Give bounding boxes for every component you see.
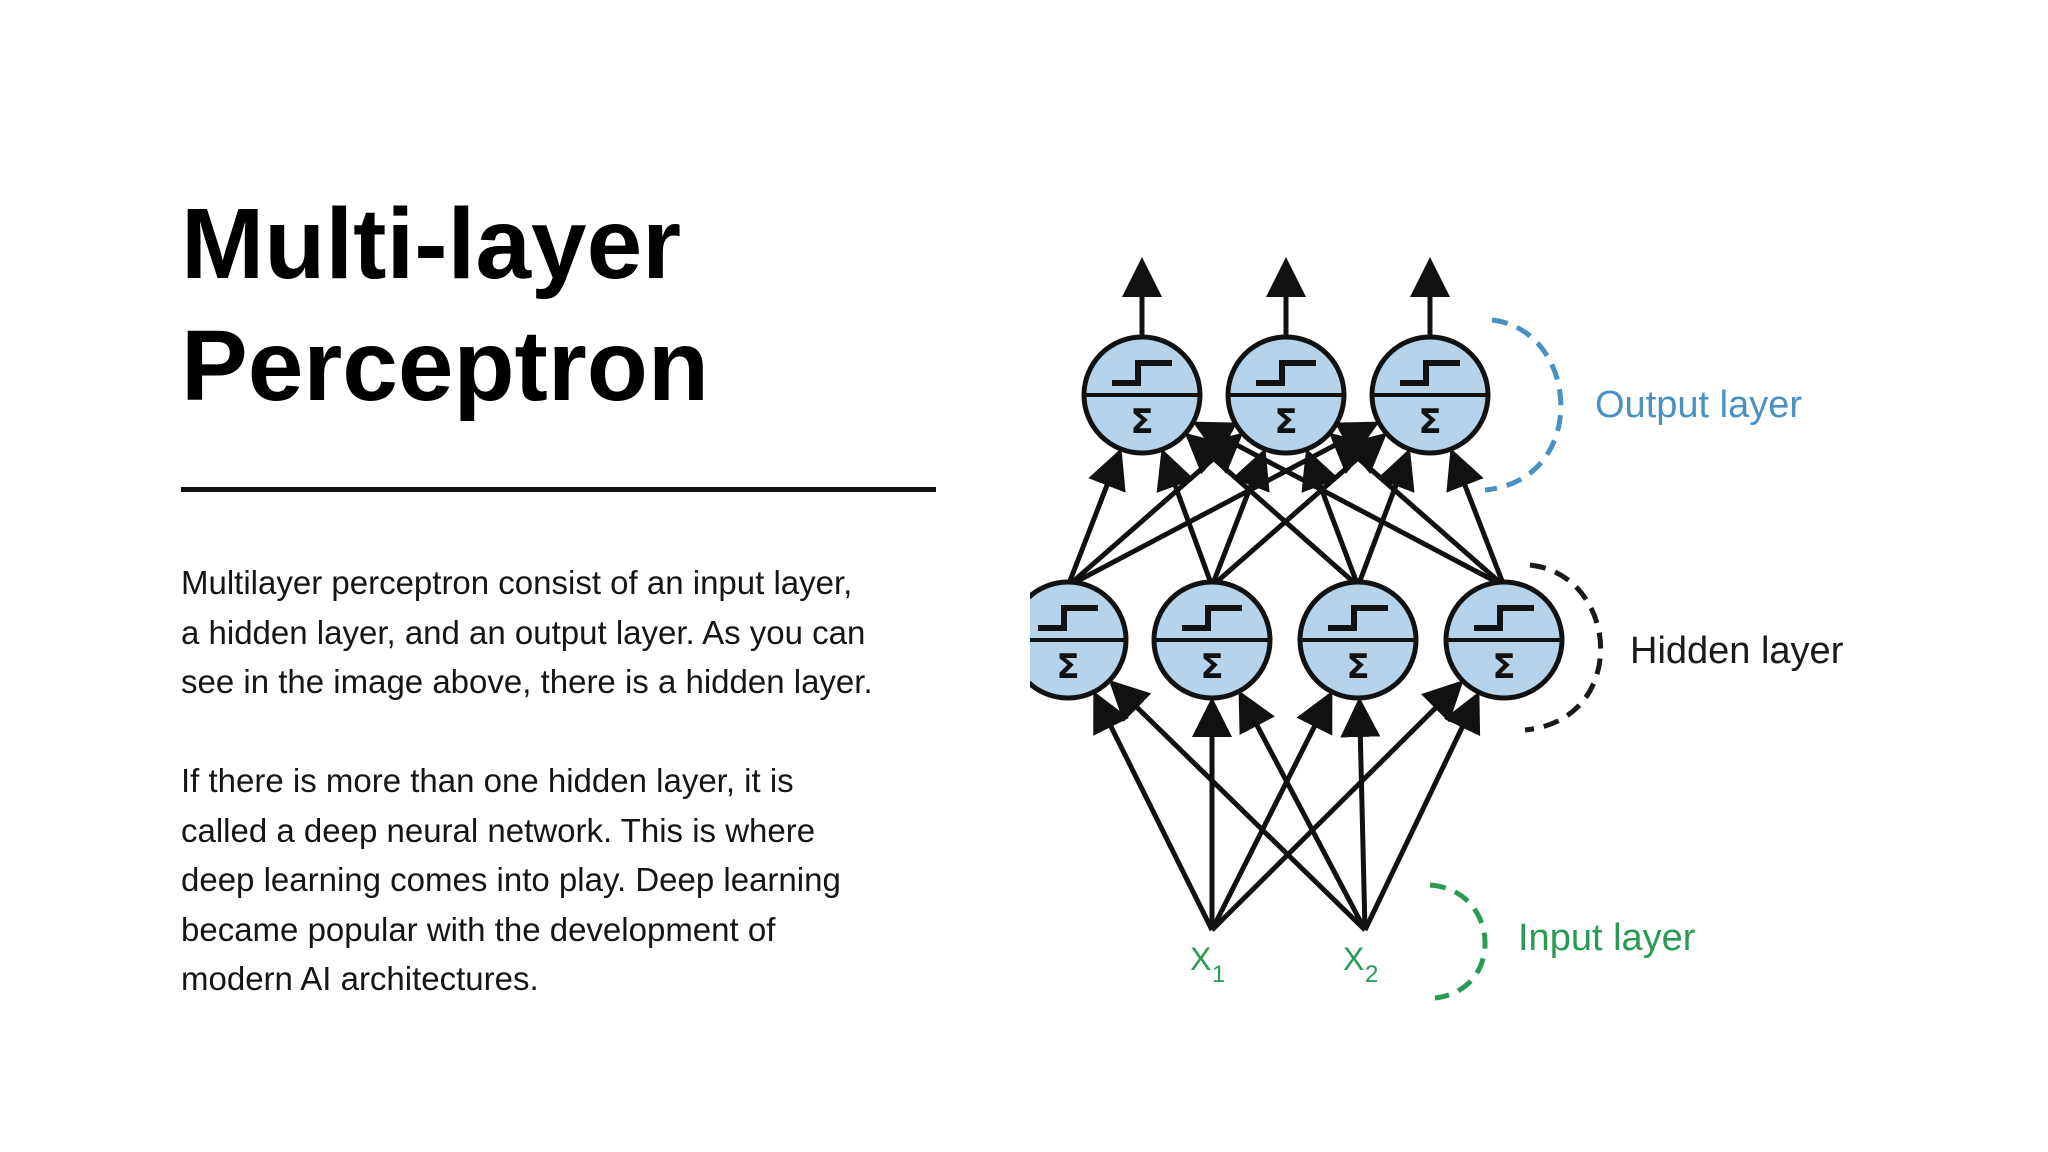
input-x1-letter: X <box>1190 941 1211 977</box>
hidden-neuron-3-step-icon <box>1328 605 1388 631</box>
hidden-neuron-4: Σ <box>1443 579 1565 701</box>
output-layer-label: Output layer <box>1595 384 1802 426</box>
hidden-neuron-4-sigma: Σ <box>1492 647 1515 687</box>
input-layer-label: Input layer <box>1518 917 1696 959</box>
edge-input-1-hidden-3 <box>1209 690 1333 932</box>
paragraph-intro-line: see in the image above, there is a hidde… <box>181 663 873 700</box>
paragraph-intro-line: a hidden layer, and an output layer. As … <box>181 613 866 651</box>
mlp-diagram-svg: Σ Σ Σ Σ Σ Σ Σ Output layer Hidden layer Input … <box>1030 257 1844 1001</box>
edge-hidden-3-output-2 <box>1301 448 1361 587</box>
paragraph-deep-line: modern AI architectures. <box>181 960 539 997</box>
hidden-neuron-3: Σ <box>1297 579 1419 701</box>
paragraph-deep-learning: If there is more than one hidden layer, … <box>181 756 961 1004</box>
output-neuron-3: Σ <box>1369 334 1491 456</box>
hidden-neuron-2-sigma: Σ <box>1200 647 1223 687</box>
paragraph-deep-line: became popular with the development of <box>181 910 776 948</box>
slide-title: Multi-layer Perceptron <box>181 183 961 427</box>
paragraph-deep-line: If there is more than one hidden layer, … <box>181 762 794 799</box>
edge-hidden-2-output-2 <box>1209 448 1270 587</box>
hidden-neuron-1-sigma: Σ <box>1056 647 1079 687</box>
title-divider <box>181 487 936 492</box>
edge-input-2-hidden-3 <box>1340 696 1381 931</box>
edge-input-1-hidden-1 <box>1093 691 1215 932</box>
input-x2-letter: X <box>1343 941 1364 977</box>
edge-hidden-1-output-1 <box>1065 448 1126 587</box>
paragraph-deep-line: deep learning comes into play. Deep lear… <box>181 861 841 898</box>
hidden-neuron-2-step-icon <box>1182 605 1242 631</box>
input-layer-bracket <box>1429 882 1488 1001</box>
output-neuron-2-step-icon <box>1256 360 1316 386</box>
edge-input-2-hidden-4 <box>1362 691 1481 932</box>
output-layer-bracket <box>1484 317 1564 493</box>
output-neuron-1: Σ <box>1081 334 1203 456</box>
paragraph-intro-line: Multilayer perceptron consist of an inpu… <box>181 564 853 601</box>
paragraph-deep-line: called a deep neural network. This is wh… <box>181 811 816 849</box>
mlp-diagram: Σ Σ Σ Σ Σ Σ Σ Output layer Hidden layer Input … <box>1030 240 1850 1010</box>
hidden-layer-bracket <box>1524 562 1604 733</box>
hidden-neuron-3-sigma: Σ <box>1346 647 1369 687</box>
edge-hidden-4-output-3 <box>1446 448 1507 587</box>
hidden-neuron-4-step-icon <box>1474 605 1534 631</box>
hidden-neuron-1: Σ <box>1030 579 1129 701</box>
title-line-1: Multi-layer <box>181 188 682 300</box>
hidden-layer-label: Hidden layer <box>1630 630 1844 672</box>
edge-hidden-2-output-1 <box>1156 448 1215 587</box>
title-line-2: Perceptron <box>181 310 709 422</box>
input-x1-subscript: 1 <box>1212 961 1225 988</box>
edge-input-2-hidden-2 <box>1238 690 1368 932</box>
edge-hidden-3-output-1 <box>1184 432 1360 588</box>
output-neuron-3-step-icon <box>1400 360 1460 386</box>
hidden-neuron-2: Σ <box>1151 579 1273 701</box>
input-x2: X 2 <box>1343 941 1378 988</box>
output-neuron-2: Σ <box>1225 334 1347 456</box>
edge-input-2-hidden-1 <box>1108 679 1367 932</box>
edge-hidden-4-output-1 <box>1192 421 1506 589</box>
input-x1: X 1 <box>1190 941 1225 988</box>
input-x2-subscript: 2 <box>1365 961 1378 988</box>
output-neuron-1-step-icon <box>1112 360 1172 386</box>
output-neuron-1-sigma: Σ <box>1130 402 1153 442</box>
output-neuron-3-sigma: Σ <box>1418 402 1441 442</box>
paragraph-intro: Multilayer perceptron consist of an inpu… <box>181 558 961 707</box>
edge-input-1-hidden-4 <box>1210 680 1464 932</box>
edge-hidden-4-output-2 <box>1328 432 1506 588</box>
hidden-neuron-1-step-icon <box>1038 605 1098 631</box>
output-neuron-2-sigma: Σ <box>1274 402 1297 442</box>
